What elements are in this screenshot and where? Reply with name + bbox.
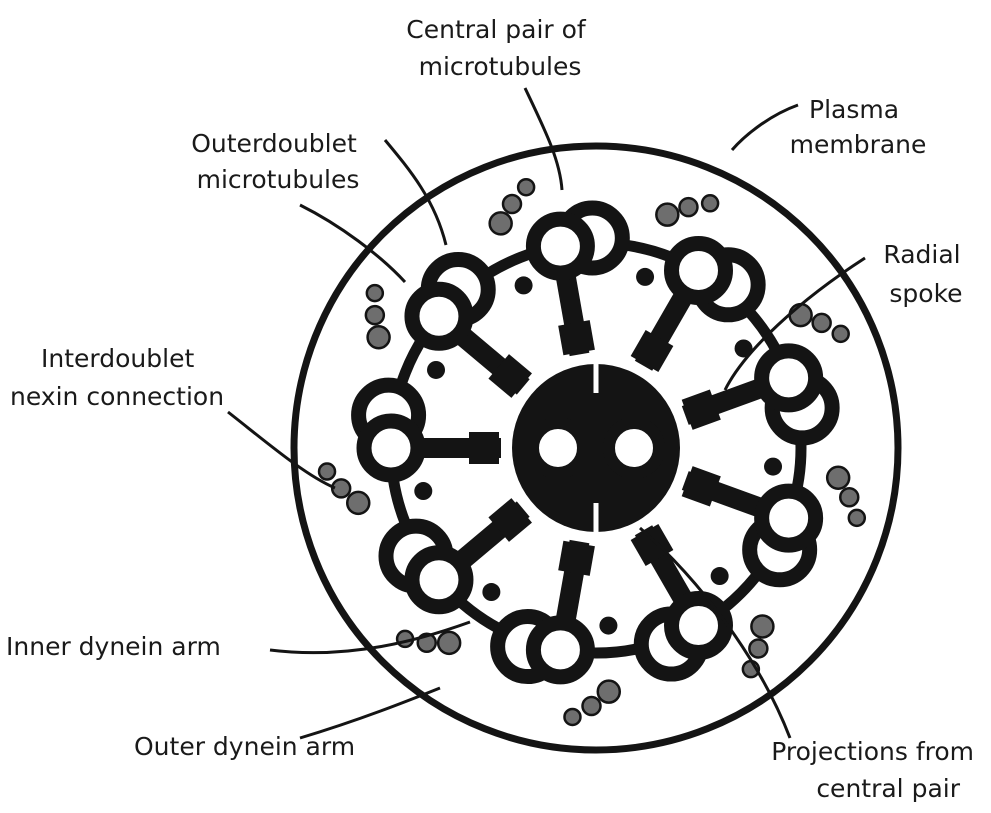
spoke-head: [558, 541, 595, 576]
outer-dynein-arm: [751, 615, 773, 637]
doublet-lumen: [429, 570, 449, 590]
inner-dynein-arm: [711, 567, 729, 585]
outer-dynein-arm: [790, 304, 812, 326]
doublet-lumen: [550, 640, 570, 660]
outer-dynein-arm: [702, 195, 718, 211]
leader-plasma-membrane: [732, 105, 798, 150]
doublet-lumen: [779, 368, 799, 388]
inner-dynein-arm: [427, 361, 445, 379]
doublet-lumen: [429, 306, 449, 326]
outer-dynein-arm: [598, 681, 620, 703]
central-microtubule-lumen: [626, 440, 642, 456]
doublet-lumen: [689, 260, 709, 280]
inner-dynein-arm: [414, 482, 432, 500]
spoke-head: [558, 320, 595, 355]
outer-dynein-arm: [679, 198, 697, 216]
label-nexin-connection: Interdoublet nexin connection: [10, 344, 224, 411]
inner-dynein-arm: [764, 458, 782, 476]
label-projections: Projections from central pair: [771, 737, 982, 803]
label-plasma-membrane: Plasma membrane: [790, 95, 927, 159]
label-outer-dynein-arm: Outer dynein arm: [134, 732, 355, 761]
outer-dynein-arm: [827, 467, 849, 489]
outer-dynein-arm: [582, 697, 600, 715]
outer-dynein-arm: [368, 326, 390, 348]
axoneme-structure: [294, 146, 898, 750]
outer-dynein-arm: [347, 492, 369, 514]
label-central-pair: Central pair of microtubules: [406, 15, 593, 81]
outer-dynein-arm: [438, 632, 460, 654]
doublet-lumen: [550, 236, 570, 256]
outer-dynein-arm: [367, 285, 383, 301]
outer-dynein-arm: [366, 306, 384, 324]
outer-dynein-arm: [319, 464, 335, 480]
doublet-lumen: [779, 508, 799, 528]
inner-dynein-arm: [636, 268, 654, 286]
leader-outer-dynein-arm: [300, 688, 440, 738]
label-radial-spoke: Radial spoke: [883, 240, 968, 308]
outer-dynein-arm: [503, 195, 521, 213]
outer-dynein-arm: [833, 326, 849, 342]
doublet-lumen: [381, 438, 401, 458]
outer-dynein-arm: [849, 510, 865, 526]
outer-dynein-arm: [564, 709, 580, 725]
inner-dynein-arm: [482, 583, 500, 601]
spoke-head: [469, 432, 499, 464]
outer-dynein-arm: [518, 179, 534, 195]
outer-dynein-arm: [749, 640, 767, 658]
outer-dynein-arm: [490, 212, 512, 234]
inner-dynein-arm: [599, 617, 617, 635]
label-outer-doublet: Outerdoublet microtubules: [191, 129, 365, 194]
outer-dynein-arm: [840, 488, 858, 506]
doublet-lumen: [689, 616, 709, 636]
label-inner-dynein-arm: Inner dynein arm: [6, 632, 221, 661]
outer-dynein-arm: [332, 479, 350, 497]
central-microtubule-lumen: [550, 440, 566, 456]
inner-dynein-arm: [515, 276, 533, 294]
leader-nexin-connection: [228, 412, 335, 488]
leader-central-pair: [525, 88, 562, 190]
outer-dynein-arm: [813, 314, 831, 332]
outer-dynein-arm: [656, 204, 678, 226]
